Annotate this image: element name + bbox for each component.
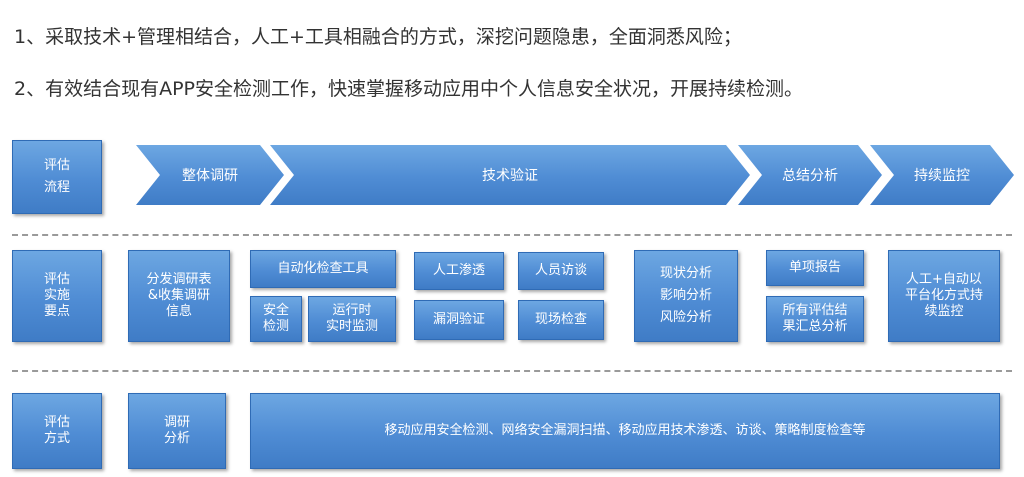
summary-line-2: 果汇总分析 bbox=[782, 319, 848, 334]
stage-summary: 总结分析 bbox=[738, 145, 882, 205]
research-line-1: 调研 bbox=[163, 415, 190, 430]
staff-interview-label: 人员访谈 bbox=[534, 263, 587, 278]
methods-label-line-1: 评估 bbox=[43, 415, 70, 430]
methods-label-line-2: 方式 bbox=[43, 431, 70, 446]
auto-tools-box: 自动化检查工具 bbox=[250, 250, 396, 288]
vuln-verify-label: 漏洞验证 bbox=[432, 312, 485, 327]
security-check-box: 安全 检测 bbox=[250, 296, 302, 342]
survey-line-3: 信息 bbox=[165, 304, 192, 319]
analysis-line-3: 风险分析 bbox=[659, 310, 712, 325]
single-report-box: 单项报告 bbox=[766, 250, 864, 286]
divider-1 bbox=[12, 234, 1012, 236]
onsite-check-box: 现场检查 bbox=[518, 300, 604, 340]
analysis-line-1: 现状分析 bbox=[659, 266, 712, 281]
survey-line-2: &收集调研 bbox=[147, 288, 211, 303]
manual-pentest-label: 人工渗透 bbox=[432, 263, 485, 278]
manual-pentest-box: 人工渗透 bbox=[414, 252, 504, 290]
stage-summary-label: 总结分析 bbox=[782, 168, 838, 184]
stage-monitor: 持续监控 bbox=[870, 145, 1014, 205]
analysis-line-2: 影响分析 bbox=[659, 288, 712, 303]
stage-survey: 整体调研 bbox=[136, 145, 284, 205]
research-line-2: 分析 bbox=[163, 431, 190, 446]
security-check-line-1: 安全 bbox=[262, 303, 289, 318]
process-label-line-2: 流程 bbox=[43, 180, 70, 195]
methods-detail-box: 移动应用安全检测、网络安全漏洞扫描、移动应用技术渗透、访谈、策略制度检查等 bbox=[250, 393, 1000, 469]
vuln-verify-box: 漏洞验证 bbox=[414, 300, 504, 340]
staff-interview-box: 人员访谈 bbox=[518, 252, 604, 290]
stage-tech-verify-label: 技术验证 bbox=[482, 168, 538, 184]
platform-line-2: 平台化方式持 bbox=[904, 288, 983, 303]
points-label-line-1: 评估 bbox=[43, 272, 70, 287]
runtime-monitor-line-1: 运行时 bbox=[332, 303, 372, 318]
auto-tools-label: 自动化检查工具 bbox=[277, 261, 369, 276]
security-check-line-2: 检测 bbox=[262, 319, 289, 334]
methods-detail-text: 移动应用安全检测、网络安全漏洞扫描、移动应用技术渗透、访谈、策略制度检查等 bbox=[384, 423, 866, 438]
summary-line-1: 所有评估结 bbox=[782, 303, 848, 318]
points-label-line-2: 实施 bbox=[43, 288, 70, 303]
survey-box: 分发调研表 &收集调研 信息 bbox=[128, 250, 230, 342]
research-box: 调研 分析 bbox=[128, 393, 226, 469]
points-label: 评估 实施 要点 bbox=[12, 250, 102, 342]
note-line-1: 1、采取技术+管理相结合，人工+工具相融合的方式，深挖问题隐患，全面洞悉风险； bbox=[14, 26, 742, 48]
onsite-check-label: 现场检查 bbox=[534, 312, 587, 327]
points-label-line-3: 要点 bbox=[43, 304, 70, 319]
summary-box: 所有评估结 果汇总分析 bbox=[766, 296, 864, 342]
stage-monitor-label: 持续监控 bbox=[914, 168, 970, 184]
platform-box: 人工+自动以 平台化方式持 续监控 bbox=[888, 250, 1000, 342]
runtime-monitor-box: 运行时 实时监测 bbox=[308, 296, 396, 342]
analysis-box: 现状分析 影响分析 风险分析 bbox=[634, 250, 738, 342]
platform-line-3: 续监控 bbox=[924, 304, 964, 319]
divider-2 bbox=[12, 370, 1012, 372]
note-line-2: 2、有效结合现有APP安全检测工作，快速掌握移动应用中个人信息安全状况，开展持续… bbox=[14, 78, 804, 100]
stage-tech-verify: 技术验证 bbox=[270, 145, 750, 205]
process-label: 评估 流程 bbox=[12, 140, 102, 214]
process-label-line-1: 评估 bbox=[43, 158, 70, 173]
runtime-monitor-line-2: 实时监测 bbox=[325, 319, 378, 334]
survey-line-1: 分发调研表 bbox=[146, 272, 212, 287]
stage-survey-label: 整体调研 bbox=[182, 168, 238, 184]
platform-line-1: 人工+自动以 bbox=[906, 272, 982, 287]
single-report-label: 单项报告 bbox=[788, 260, 841, 275]
methods-label: 评估 方式 bbox=[12, 393, 102, 469]
